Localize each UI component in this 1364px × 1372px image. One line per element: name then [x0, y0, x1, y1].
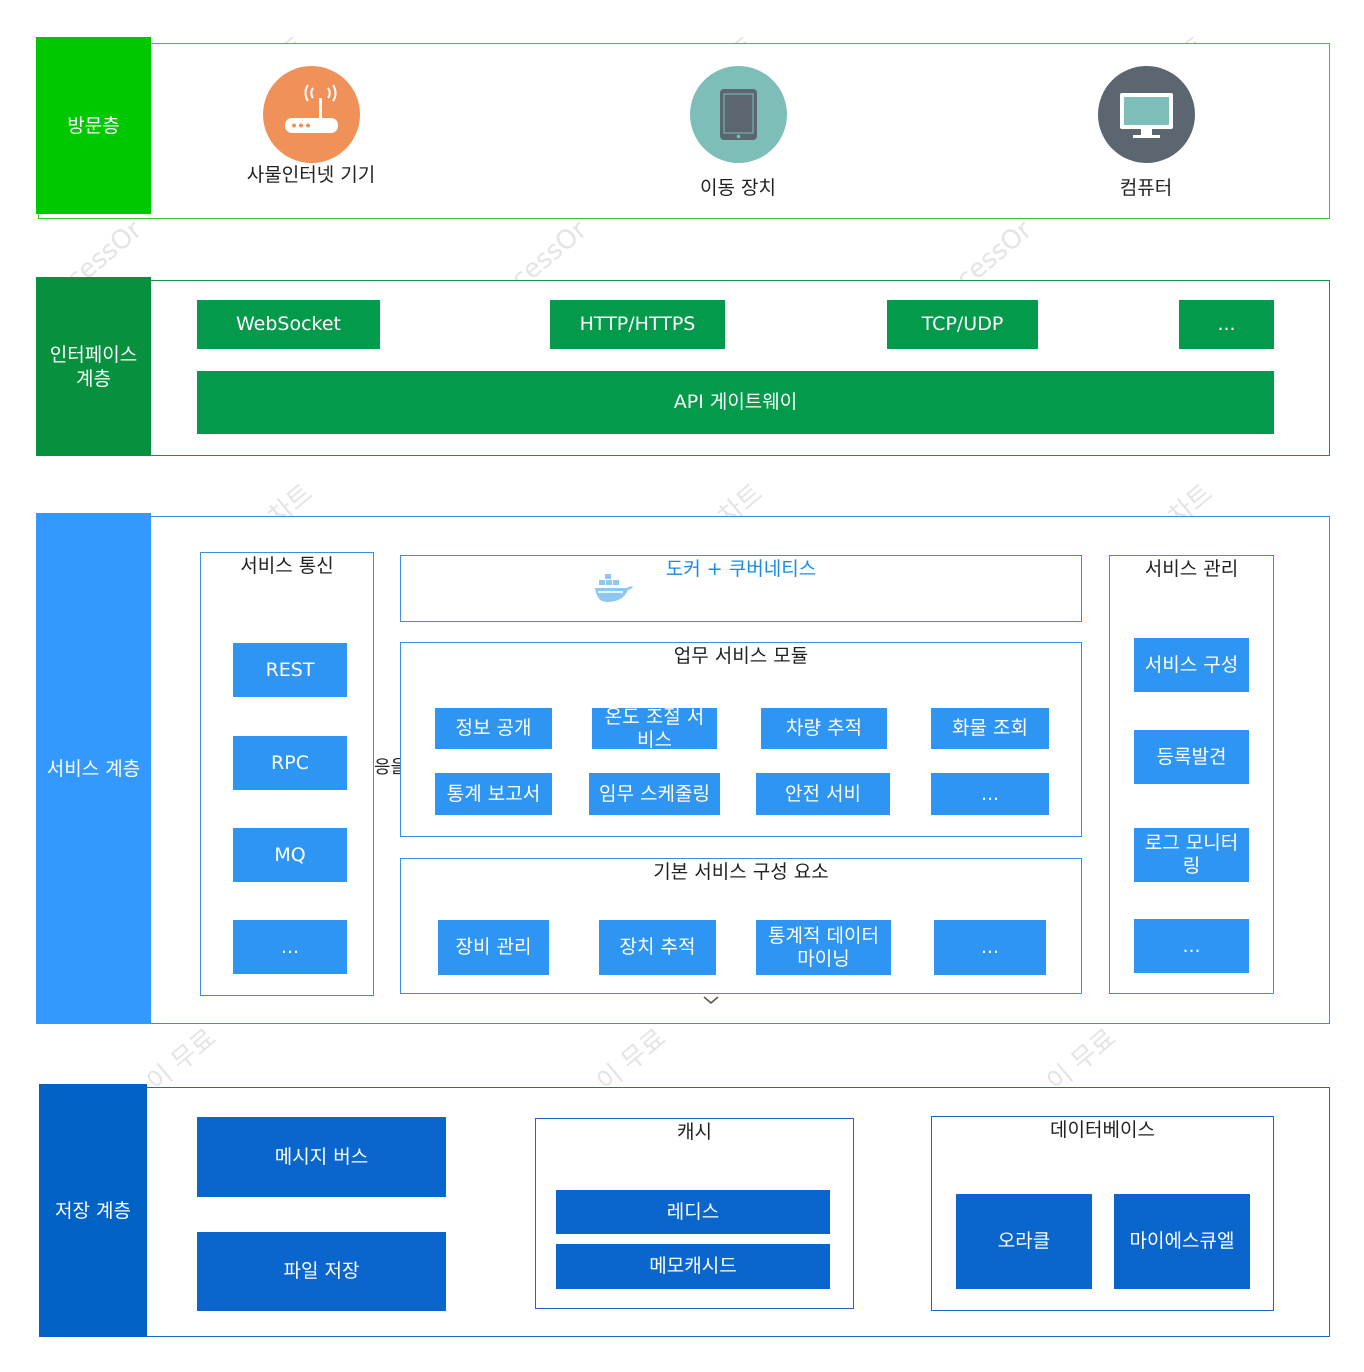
api-gateway: API 게이트웨이 [197, 371, 1274, 434]
basic-components-title: 기본 서비스 구성 요소 [653, 861, 829, 883]
cache-redis: 레디스 [556, 1190, 830, 1234]
basic-more: ... [934, 920, 1046, 975]
tablet-icon [690, 66, 787, 163]
database-title: 데이터베이스 [1050, 1119, 1155, 1141]
biz-statistics-report: 통계 보고서 [435, 773, 552, 815]
comm-mq: MQ [233, 828, 347, 882]
comm-more: ... [233, 920, 347, 974]
mgmt-log-monitoring: 로그 모니터링 [1134, 828, 1249, 882]
docker-whale-icon [593, 572, 635, 604]
cache-memcached: 메모캐시드 [556, 1244, 830, 1289]
comm-rest: REST [233, 643, 347, 697]
biz-vehicle-tracking: 차량 추적 [761, 708, 887, 749]
device-label-computer: 컴퓨터 [1119, 177, 1173, 199]
monitor-icon [1098, 66, 1195, 163]
message-bus: 메시지 버스 [197, 1117, 446, 1197]
service-layer-label: 서비스 계층 [36, 513, 151, 1024]
cache-title: 캐시 [677, 1121, 712, 1143]
protocol-tcp-udp: TCP/UDP [887, 300, 1038, 349]
business-module-title: 업무 서비스 모듈 [673, 645, 809, 667]
protocol-websocket: WebSocket [197, 300, 380, 349]
basic-data-mining: 통계적 데이터 마이닝 [756, 920, 891, 975]
router-icon [263, 66, 360, 163]
access-layer-label: 방문층 [36, 37, 151, 214]
docker-group: 도커 + 쿠버네티스 [400, 555, 1082, 622]
db-mysql: 마이에스큐엘 [1114, 1194, 1250, 1289]
biz-task-scheduling: 임무 스케줄링 [589, 773, 720, 815]
basic-device-tracking: 장치 추적 [599, 920, 716, 975]
mgmt-service-config: 서비스 구성 [1134, 638, 1249, 692]
interface-layer-label: 인터페이스 계층 [36, 277, 151, 456]
comm-rpc: RPC [233, 736, 347, 790]
mgmt-more: ... [1134, 919, 1249, 973]
biz-temperature-service: 온도 조절 서비스 [592, 708, 717, 749]
overlap-text-fragment: 응을 [374, 757, 408, 778]
biz-safety-service: 안전 서비 [756, 773, 890, 815]
storage-layer-label: 저장 계층 [39, 1084, 147, 1337]
mgmt-registry-discovery: 등록발견 [1134, 730, 1249, 784]
basic-equipment-management: 장비 관리 [438, 920, 549, 975]
device-label-mobile: 이동 장치 [700, 177, 776, 199]
protocol-http: HTTP/HTTPS [550, 300, 725, 349]
chevron-down-icon [703, 990, 719, 1004]
biz-cargo-query: 화물 조회 [931, 708, 1049, 749]
file-storage: 파일 저장 [197, 1232, 446, 1311]
service-management-title: 서비스 관리 [1144, 558, 1239, 580]
docker-title: 도커 + 쿠버네티스 [665, 558, 817, 580]
protocol-more: ... [1179, 300, 1274, 349]
service-communication-title: 서비스 통신 [240, 555, 334, 577]
device-label-iot: 사물인터넷 기기 [246, 164, 376, 186]
db-oracle: 오라클 [956, 1194, 1092, 1289]
biz-info-disclosure: 정보 공개 [435, 708, 552, 749]
biz-more: ... [931, 773, 1049, 815]
